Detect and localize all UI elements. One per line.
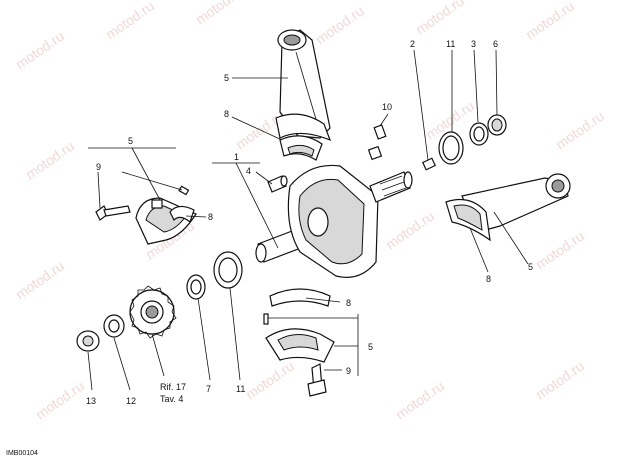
watermark-text: motod.ru [13,28,67,73]
rod-cap-top [279,135,323,161]
callout-13: 13 [86,396,96,406]
callout-9: 9 [346,366,351,376]
nut-13 [76,330,100,352]
watermark-text: motod.ru [533,358,587,403]
spacer-ring-7 [186,274,206,300]
callout-11: 11 [236,384,245,394]
watermark-text: motod.ru [533,228,587,273]
watermark-text: motod.ru [193,0,247,27]
rod-cap-bottom [263,313,335,363]
callout-5: 5 [224,73,229,83]
rod-cap-left [135,197,197,245]
seal-ring-6 [487,114,507,136]
connecting-rod-top [275,29,332,142]
timing-gear [129,285,177,339]
watermark-text: motod.ru [243,358,297,403]
watermark-text: motod.ru [393,378,447,423]
reference-rif: Rif. 17 [160,382,186,392]
callout-8: 8 [208,212,213,222]
callout-6: 6 [493,39,498,49]
connecting-rod-right [445,173,571,242]
crankshaft [255,164,413,278]
washer-12 [103,314,125,338]
thrust-washer-11-left [213,251,243,289]
callout-5: 5 [128,136,133,146]
leader-lines [87,49,529,391]
callout-labels: 5 8 2 11 3 6 10 1 4 5 9 8 8 5 8 5 9 11 7… [86,39,533,406]
bearing-ring-3 [469,122,489,146]
callout-12: 12 [126,396,136,406]
watermark-text: motod.ru [13,258,67,303]
plug-pin [367,124,387,161]
watermark-text: motod.ru [33,378,87,423]
watermark-text: motod.ru [103,0,157,42]
small-pin-left [178,185,190,196]
watermark-text: motod.ru [383,208,437,253]
callout-11: 11 [446,39,455,49]
callout-5: 5 [528,262,533,272]
watermark-text: motod.ru [553,108,607,153]
callout-9: 9 [96,162,101,172]
callout-1: 1 [234,152,239,162]
watermark-text: motod.ru [313,3,367,48]
woodruff-key [421,157,437,171]
callout-2: 2 [410,39,415,49]
callout-5: 5 [368,342,373,352]
callout-8: 8 [224,109,229,119]
reference-tav: Tav. 4 [160,394,183,404]
watermark-text: motod.ru [523,0,577,42]
bolt-left [95,205,131,221]
callout-10: 10 [382,102,392,112]
callout-3: 3 [471,39,476,49]
watermark-text: motod.ru [23,138,77,183]
callout-8: 8 [486,274,491,284]
callout-8: 8 [346,298,351,308]
thrust-washer-11 [438,131,464,165]
bolt-bottom [307,363,327,397]
watermark-text: motod.ru [413,0,467,37]
bearing-shell-bottom [269,288,331,307]
image-code: IMB00104 [6,450,38,457]
dowel-pin [267,175,288,193]
callout-4: 4 [246,166,251,176]
callout-7: 7 [206,384,211,394]
